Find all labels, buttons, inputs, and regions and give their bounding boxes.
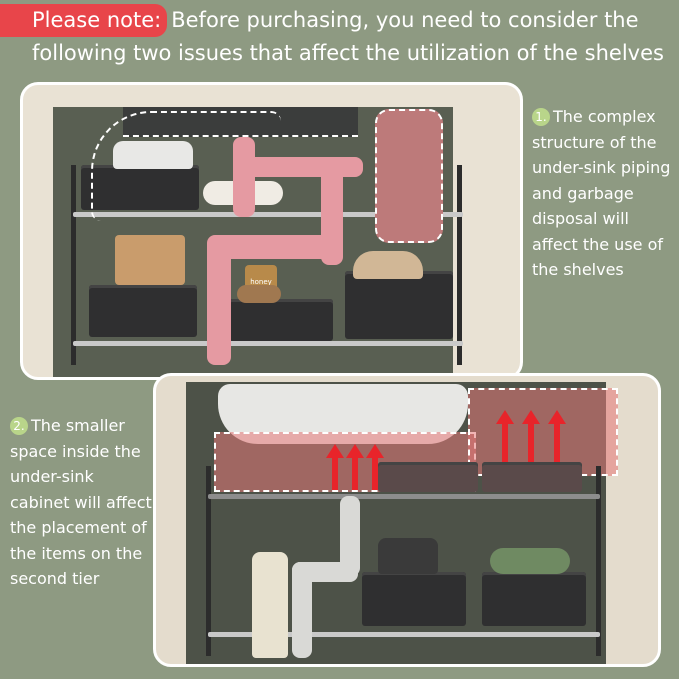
drain-pipe-vertical (340, 496, 360, 576)
lower-tier-drawer-left (362, 572, 466, 626)
note-1-number: 1. (532, 108, 550, 126)
up-arrow-icon (548, 410, 566, 462)
note-2-text: The smaller space inside the under-sink … (10, 416, 152, 588)
pipe-outline-dashes (91, 111, 281, 221)
drain-pipe-floor (292, 562, 312, 658)
please-note-badge: Please note: (0, 4, 168, 37)
up-arrow-icon (496, 410, 514, 462)
shelf-frame-post-left (206, 466, 211, 656)
rolled-towels (490, 548, 570, 574)
top-tier-drawer-left (378, 462, 478, 492)
honey-jar-label: honey (250, 278, 272, 286)
header-line-1: Please note:Before purchasing, you need … (0, 4, 639, 37)
drain-pipe-lower-bend (209, 235, 343, 259)
jars-left (115, 235, 185, 285)
header-line-1-text: Before purchasing, you need to consider … (171, 8, 639, 32)
header: Please note:Before purchasing, you need … (0, 0, 679, 78)
up-arrow-icon (522, 410, 540, 462)
upper-shelf-bar (208, 494, 600, 499)
cabinet-space-photo (153, 373, 661, 667)
cutting-board-items (353, 251, 423, 279)
garbage-disposal (375, 109, 443, 243)
space-limit-zone-right (468, 388, 618, 476)
potatoes (237, 285, 281, 303)
lower-tier-drawer-right (482, 572, 586, 626)
shelf-frame-post-right (596, 466, 601, 656)
note-1-text: The complex structure of the under-sink … (532, 107, 671, 279)
up-arrow-icon (326, 444, 344, 490)
shelf-frame-post-right (457, 165, 462, 365)
up-arrow-icon (366, 444, 384, 490)
shelf-frame-post-left (71, 165, 76, 365)
lower-right-drawer (345, 271, 453, 339)
note-2-number: 2. (10, 417, 28, 435)
up-arrow-icon (346, 444, 364, 490)
lower-shelf-bar (208, 632, 600, 637)
drain-pipe-floor (207, 235, 231, 365)
soap-bottles (378, 538, 438, 574)
note-space: 2.The smaller space inside the under-sin… (10, 413, 152, 592)
lower-middle-drawer (229, 299, 333, 341)
cabinet-piping-photo: honey (20, 82, 523, 380)
note-piping: 1.The complex structure of the under-sin… (532, 104, 678, 283)
top-tier-drawer-right (482, 462, 582, 492)
lower-left-drawer (89, 285, 197, 337)
lower-shelf-bar (73, 341, 463, 346)
detergent-bottle (252, 552, 288, 658)
header-line-2: following two issues that affect the uti… (32, 41, 664, 65)
